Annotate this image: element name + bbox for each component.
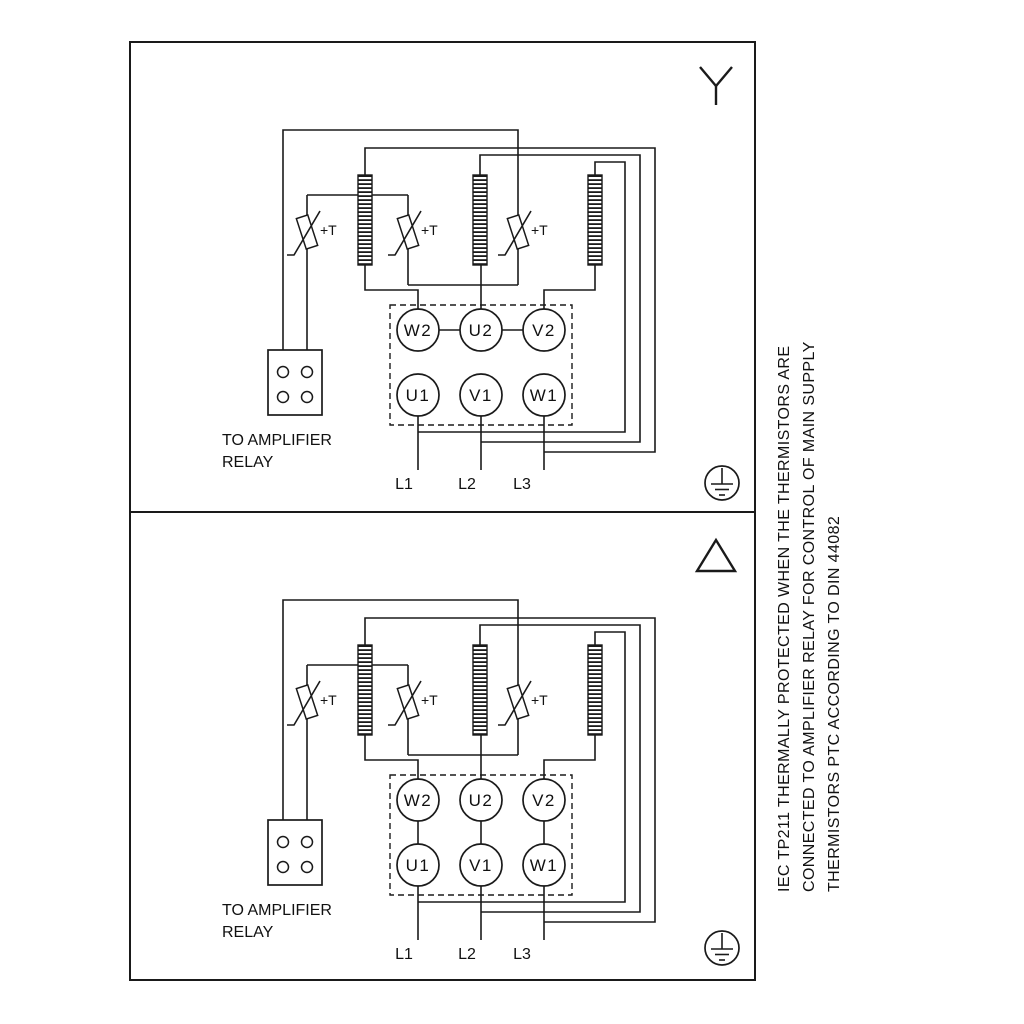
relay-caption-line1: TO AMPLIFIER (222, 902, 332, 919)
side-note-line-1: IEC TP211 THERMALLY PROTECTED WHEN THE T… (776, 346, 793, 892)
terminal-w2: W2 (396, 778, 440, 822)
terminal-w1: W1 (522, 843, 566, 887)
terminal-label-v1: V1 (469, 386, 493, 405)
motor-winding-3 (587, 644, 603, 736)
ground-icon (704, 930, 740, 966)
terminal-block-outline (389, 304, 573, 426)
relay-pin (300, 365, 314, 379)
terminal-label-w1: W1 (530, 386, 559, 405)
thermistor-label: +T (531, 692, 548, 708)
terminal-label-u1: U1 (406, 386, 431, 405)
relay-pin (276, 390, 290, 404)
relay-caption-line2: RELAY (222, 924, 274, 941)
terminal-v1: V1 (459, 843, 503, 887)
supply-label-l1: L1 (395, 476, 413, 493)
relay-pin (300, 860, 314, 874)
thermistor-3: +T (498, 210, 548, 256)
relay-pin (300, 390, 314, 404)
thermistor-2: +T (388, 210, 438, 256)
terminal-label-u2: U2 (469, 791, 494, 810)
terminal-label-w1: W1 (530, 856, 559, 875)
terminal-w2: W2 (396, 308, 440, 352)
terminal-label-w2: W2 (404, 791, 433, 810)
thermistor-label: +T (320, 222, 337, 238)
motor-winding-3 (587, 174, 603, 266)
relay-pin (276, 835, 290, 849)
terminal-u1: U1 (396, 843, 440, 887)
relay-connector-box (267, 349, 323, 416)
motor-winding-2 (472, 644, 488, 736)
panel-delta-border (129, 511, 756, 981)
terminal-label-v2: V2 (532, 791, 556, 810)
relay-pin (276, 860, 290, 874)
motor-winding-1 (357, 174, 373, 266)
thermistor-3: +T (498, 680, 548, 726)
thermistor-1: +T (287, 680, 337, 726)
thermistor-label: +T (320, 692, 337, 708)
relay-connector-box (267, 819, 323, 886)
thermistor-2: +T (388, 680, 438, 726)
terminal-v2: V2 (522, 308, 566, 352)
terminal-block: W2 U2 V2 U1 V1 W1 (389, 774, 573, 896)
star-connection-icon (699, 66, 733, 105)
thermistor-label: +T (421, 222, 438, 238)
thermistor-1: +T (287, 210, 337, 256)
thermistor-label: +T (531, 222, 548, 238)
terminal-v2: V2 (522, 778, 566, 822)
delta-bridge-links (417, 821, 545, 844)
motor-winding-1 (357, 644, 373, 736)
side-note-line-3: THERMISTORS PTC ACCORDING TO DIN 44082 (826, 516, 843, 892)
terminal-u2: U2 (459, 308, 503, 352)
supply-label-l1: L1 (395, 946, 413, 963)
side-note-line-2: CONNECTED TO AMPLIFIER RELAY FOR CONTROL… (801, 341, 818, 892)
terminal-u1: U1 (396, 373, 440, 417)
relay-pin (276, 365, 290, 379)
panel-delta: +T +T +T W2 U2 V2 (129, 511, 756, 981)
supply-label-l3: L3 (513, 476, 531, 493)
delta-connection-icon (694, 537, 738, 573)
side-note: IEC TP211 THERMALLY PROTECTED WHEN THE T… (776, 341, 843, 892)
terminal-w1: W1 (522, 373, 566, 417)
relay-pin (300, 835, 314, 849)
terminal-label-u2: U2 (469, 321, 494, 340)
panel-star: +T +T +T W2 U2 V2 (129, 41, 756, 513)
motor-winding-2 (472, 174, 488, 266)
supply-label-l3: L3 (513, 946, 531, 963)
relay-caption-line1: TO AMPLIFIER (222, 432, 332, 449)
ground-icon (704, 465, 740, 501)
terminal-u2: U2 (459, 778, 503, 822)
amplifier-relay-connector (267, 819, 323, 886)
amplifier-relay-connector (267, 349, 323, 416)
terminal-v1: V1 (459, 373, 503, 417)
thermistor-label: +T (421, 692, 438, 708)
terminal-circle (396, 373, 440, 417)
relay-caption-line2: RELAY (222, 454, 274, 471)
terminal-label-u1: U1 (406, 856, 431, 875)
terminal-circle (522, 373, 566, 417)
terminal-label-v2: V2 (532, 321, 556, 340)
supply-label-l2: L2 (458, 476, 476, 493)
supply-label-l2: L2 (458, 946, 476, 963)
terminal-label-w2: W2 (404, 321, 433, 340)
terminal-block-outline (389, 774, 573, 896)
terminal-block: W2 U2 V2 U1 V1 W1 (389, 304, 573, 426)
terminal-circle (459, 373, 503, 417)
terminal-label-v1: V1 (469, 856, 493, 875)
